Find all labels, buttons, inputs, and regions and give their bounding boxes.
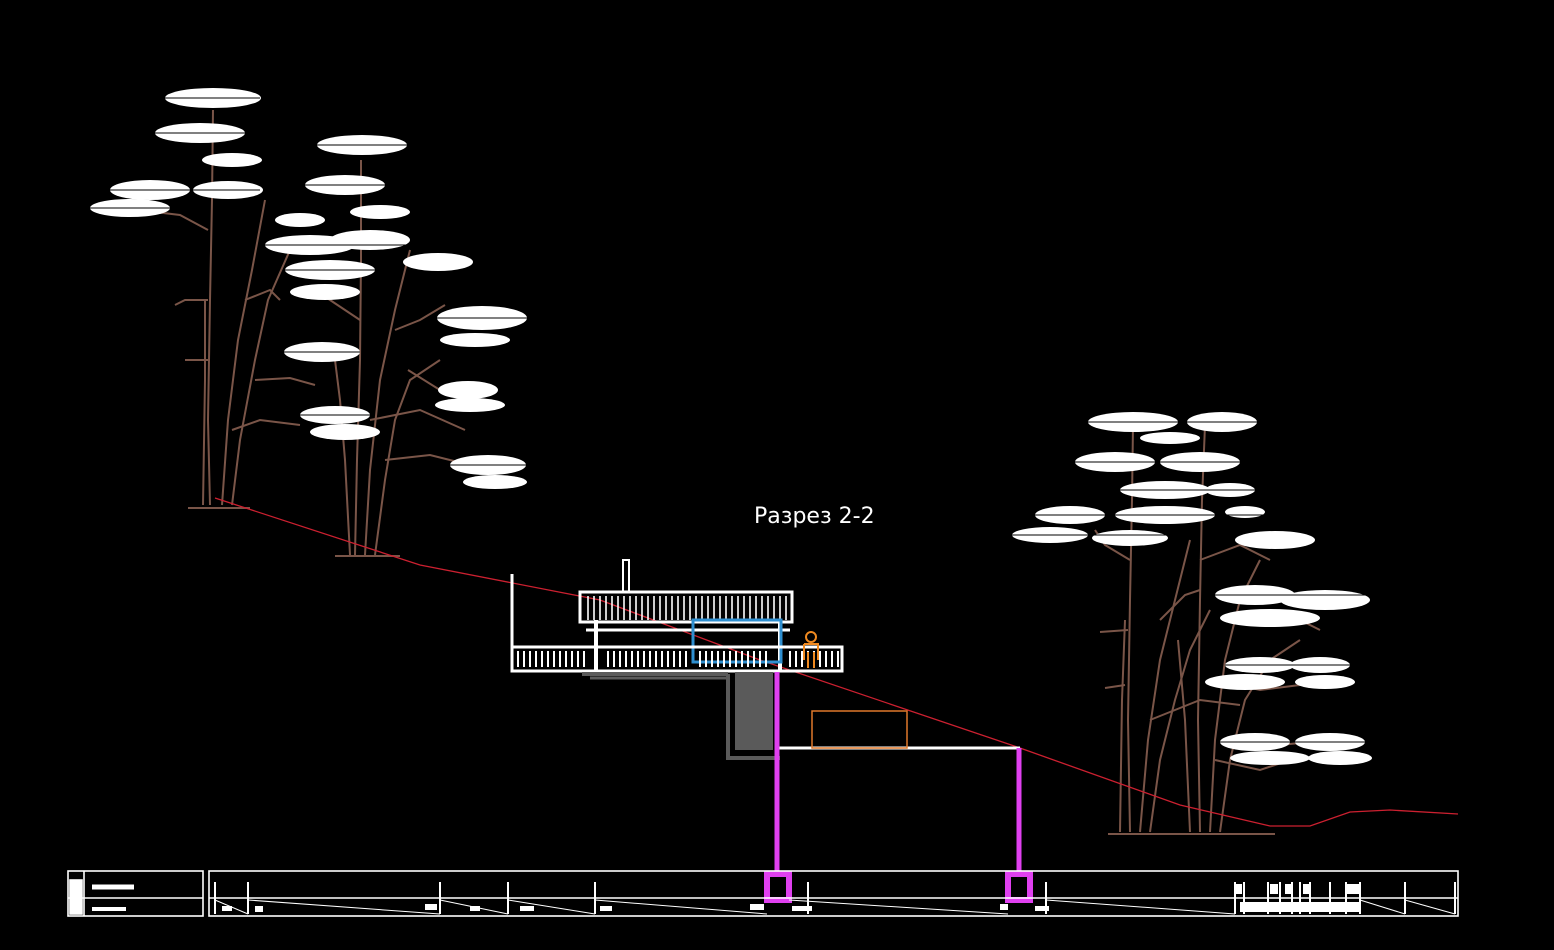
pile-cap-right <box>1005 871 1033 903</box>
tree-trunks-left <box>154 109 471 556</box>
building-section <box>510 559 1020 760</box>
concrete-core <box>735 672 773 750</box>
stamp-marks <box>222 884 1360 912</box>
storage-box <box>811 710 908 749</box>
terrain-profile <box>214 497 1459 827</box>
tree-group-right <box>1012 412 1372 835</box>
pile-foundations <box>764 672 1033 903</box>
tree-group-left <box>90 88 527 557</box>
person-figure <box>803 631 819 668</box>
drawing-stamp <box>67 870 1459 917</box>
stamp-diagonals <box>214 899 1456 915</box>
tree-canopies-right <box>1012 412 1372 765</box>
pile-cap-left <box>764 871 792 903</box>
section-title: Разрез 2-2 <box>754 504 875 529</box>
roof-hatch <box>587 596 787 620</box>
deck-railing <box>517 651 839 667</box>
canopy-hatch-left <box>90 97 527 466</box>
canopy-hatch-right <box>1012 421 1370 743</box>
